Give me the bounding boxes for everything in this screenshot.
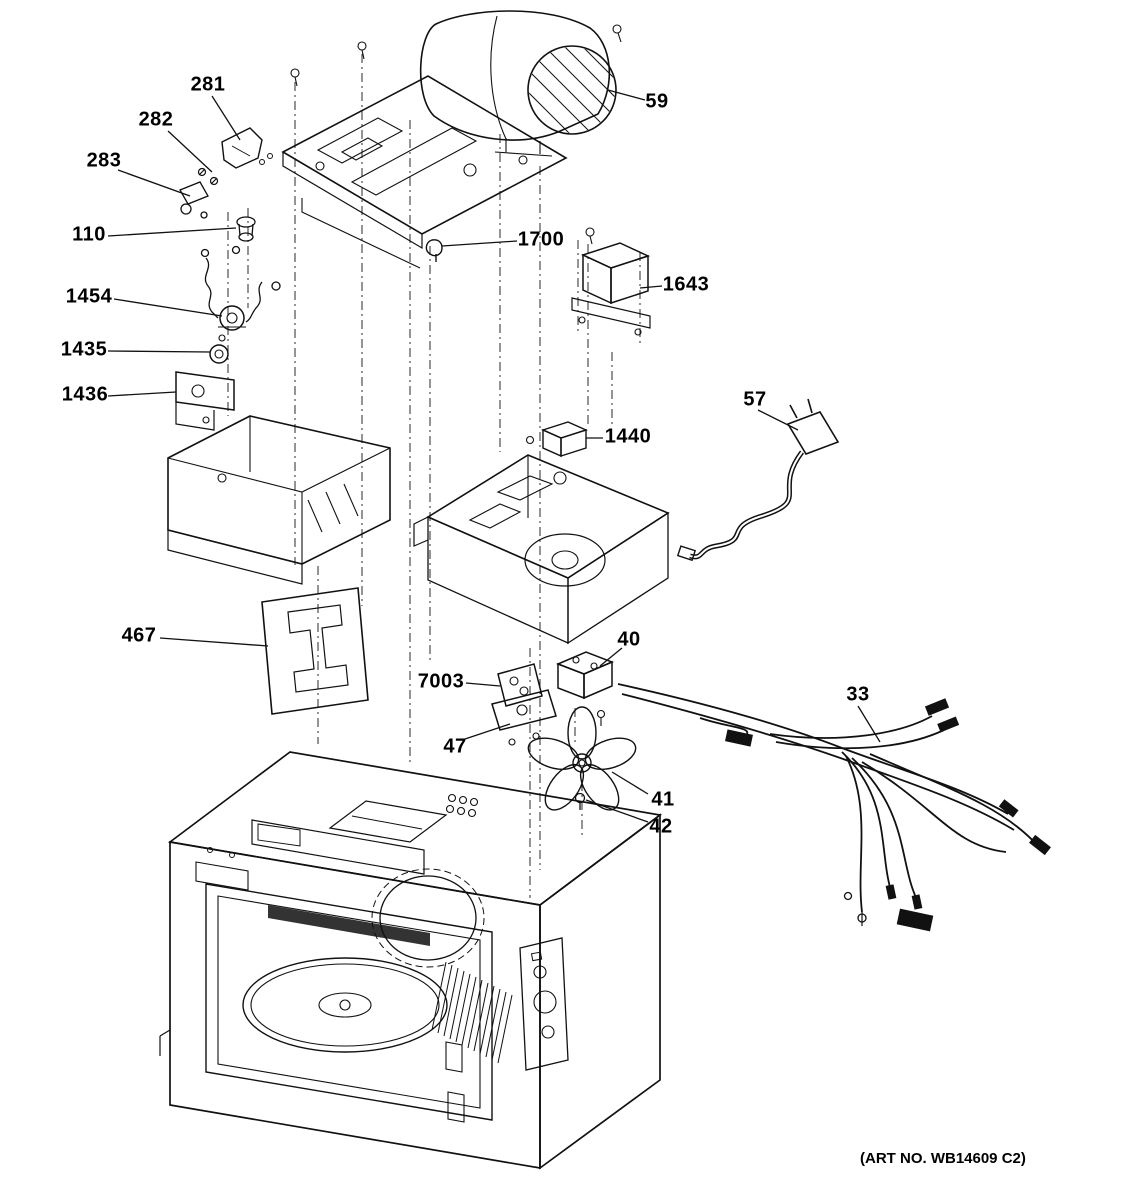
callout-281: 281 bbox=[190, 73, 226, 96]
callout-282: 282 bbox=[138, 108, 174, 131]
part-bracket-1436 bbox=[175, 371, 235, 431]
part-top-plate bbox=[281, 41, 568, 269]
part-clip-1700 bbox=[425, 239, 443, 262]
callout-leader-lines bbox=[107, 89, 881, 823]
part-relay-1440 bbox=[541, 421, 588, 458]
callout-467: 467 bbox=[121, 624, 157, 647]
part-thermostat-wires bbox=[200, 245, 281, 323]
part-control-chassis bbox=[413, 435, 670, 645]
callout-59: 59 bbox=[645, 90, 669, 113]
projection-lines bbox=[227, 54, 641, 898]
part-screw-42 bbox=[574, 792, 586, 810]
part-power-cord bbox=[676, 398, 840, 562]
part-bracket-467 bbox=[261, 587, 369, 715]
callout-1643: 1643 bbox=[662, 273, 710, 296]
callout-1454: 1454 bbox=[65, 285, 113, 308]
callout-1440: 1440 bbox=[604, 425, 652, 448]
part-switch-7003 bbox=[497, 663, 543, 707]
callout-283: 283 bbox=[86, 149, 122, 172]
callout-33: 33 bbox=[846, 683, 870, 706]
part-oven-cavity bbox=[159, 751, 663, 1170]
callout-57: 57 bbox=[743, 388, 767, 411]
callout-1435: 1435 bbox=[60, 338, 108, 361]
callout-7003: 7003 bbox=[417, 670, 465, 693]
part-bracket-283 bbox=[179, 181, 209, 219]
part-bracket-281 bbox=[221, 127, 273, 169]
callout-42: 42 bbox=[649, 815, 673, 838]
part-screws-282 bbox=[197, 167, 219, 186]
callout-41: 41 bbox=[651, 788, 675, 811]
callout-110: 110 bbox=[72, 223, 106, 246]
part-bracket-47 bbox=[491, 689, 557, 746]
part-fan-blade bbox=[527, 706, 637, 811]
part-assembly-40 bbox=[556, 651, 614, 726]
part-thermostat-1454 bbox=[218, 305, 246, 342]
part-thermostat-1435 bbox=[209, 344, 229, 364]
part-wire-harness bbox=[617, 683, 1051, 932]
art-number: (ART NO. WB14609 C2) bbox=[860, 1150, 1026, 1167]
part-transformer-1643 bbox=[571, 227, 651, 336]
callout-40: 40 bbox=[617, 628, 641, 651]
callout-1436: 1436 bbox=[61, 383, 109, 406]
callout-1700: 1700 bbox=[517, 228, 565, 251]
part-air-duct bbox=[167, 415, 391, 585]
callout-47: 47 bbox=[443, 735, 467, 758]
part-grommet-110 bbox=[236, 216, 256, 242]
part-blower-motor bbox=[419, 10, 622, 157]
